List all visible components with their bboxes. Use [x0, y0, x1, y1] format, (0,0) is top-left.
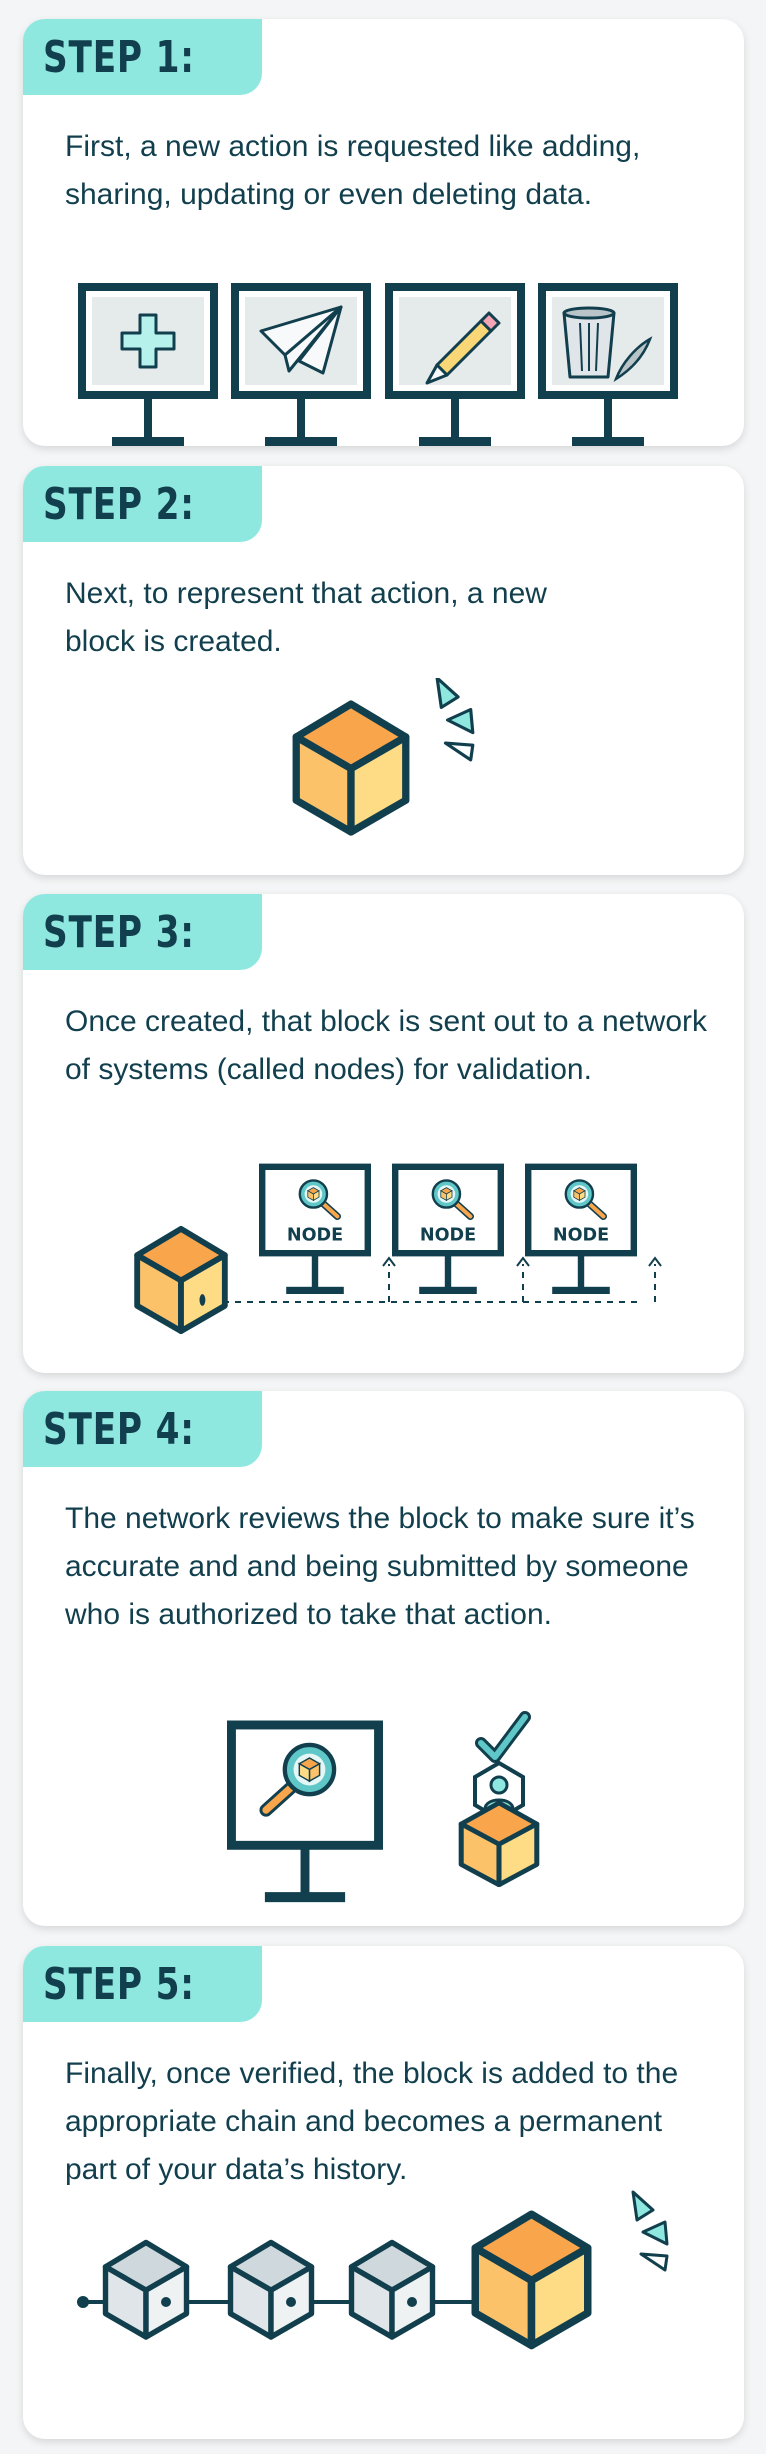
block-cube-icon	[131, 1224, 231, 1336]
step-4-card: STEP 4: The network reviews the block to…	[23, 1391, 744, 1926]
step-title: STEP 2:	[43, 478, 195, 530]
step-5-card: STEP 5: Finally, once verified, the bloc…	[23, 1946, 744, 2439]
step-3-tag: STEP 3:	[23, 894, 262, 970]
blockchain-illustration	[77, 2190, 669, 2368]
step-1-tag: STEP 1:	[23, 19, 262, 95]
add-monitor-plus-icon	[78, 283, 218, 446]
delete-monitor-trash-icon	[538, 283, 678, 446]
review-monitor-magnifier-icon	[227, 1720, 383, 1906]
node-label: NODE	[287, 1225, 343, 1245]
chain-block-1	[106, 2243, 187, 2338]
node-label: NODE	[553, 1225, 609, 1245]
share-monitor-paper-plane-icon	[231, 283, 371, 446]
step-4-tag: STEP 4:	[23, 1391, 262, 1467]
arrow-up-icon	[648, 1256, 662, 1302]
step-description: First, a new action is requested like ad…	[65, 130, 641, 211]
chain-block-3	[352, 2243, 433, 2338]
dashed-connection-lines	[223, 1256, 643, 1303]
node-monitor-2: NODE	[392, 1162, 504, 1298]
step-description: Once created, that block is sent out to …	[65, 1005, 708, 1086]
chain-block-2	[231, 2243, 312, 2338]
step-title: STEP 4:	[43, 1403, 195, 1455]
new-chain-block	[475, 2214, 588, 2345]
step-description: Finally, once verified, the block is add…	[65, 2057, 679, 2186]
node-monitor-3: NODE	[525, 1162, 637, 1298]
step-title: STEP 5:	[43, 1958, 195, 2010]
step-1-card: STEP 1: First, a new action is requested…	[23, 19, 744, 446]
authorized-user-checkmark-icon	[451, 1711, 547, 1887]
step-title: STEP 1:	[43, 31, 195, 83]
node-monitor-1: NODE	[259, 1162, 371, 1298]
update-monitor-pencil-icon	[385, 283, 525, 446]
step-5-tag: STEP 5:	[23, 1946, 262, 2022]
step-description: The network reviews the block to make su…	[65, 1502, 695, 1631]
step-description: Next, to represent that action, a new bl…	[65, 577, 547, 658]
step-title: STEP 3:	[43, 906, 195, 958]
sparkle-icon	[631, 2190, 669, 2272]
new-block-cube-icon	[287, 698, 415, 838]
step-2-tag: STEP 2:	[23, 466, 262, 542]
step-3-card: STEP 3: Once created, that block is sent…	[23, 894, 744, 1373]
node-label: NODE	[420, 1225, 476, 1245]
sparkle-icon	[435, 678, 475, 762]
step-2-card: STEP 2: Next, to represent that action, …	[23, 466, 744, 875]
